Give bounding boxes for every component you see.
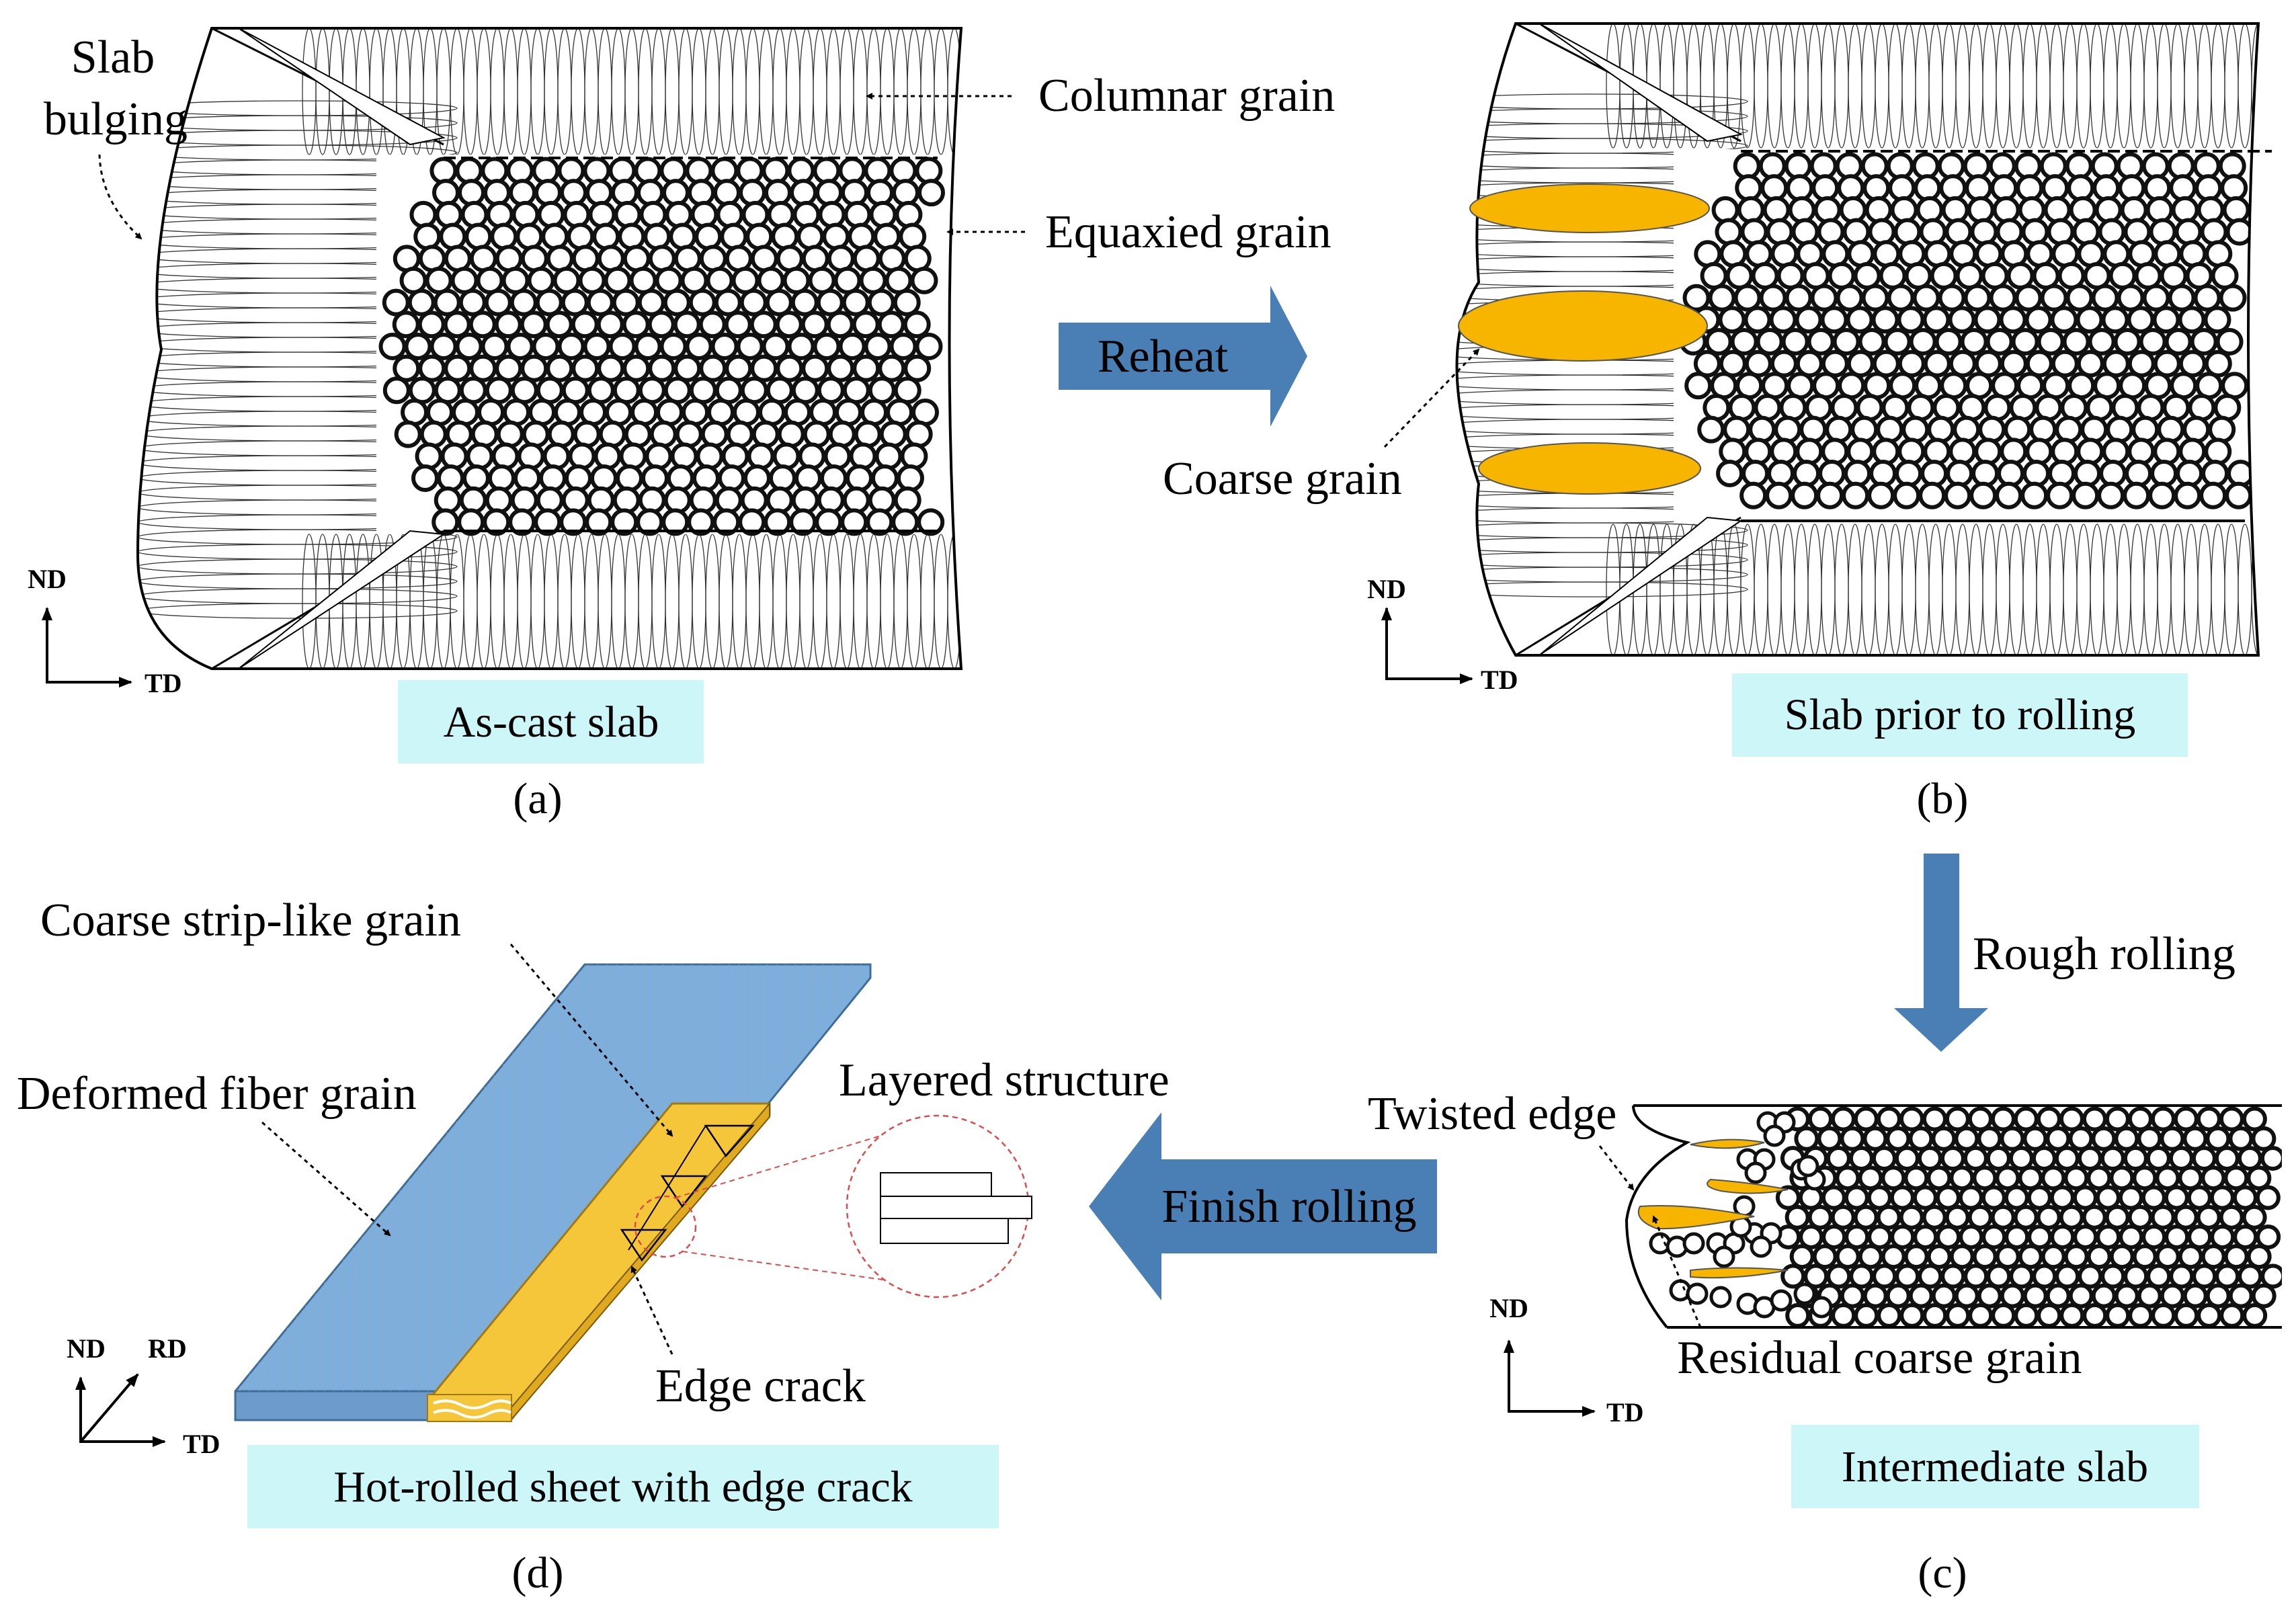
- reheat-arrow: Reheat: [1059, 286, 1307, 427]
- edge-crack-label: Edge crack: [655, 1360, 866, 1412]
- panel-a-as-cast-slab: Slab bulging Columnar grain Equaxied gra…: [28, 27, 1335, 823]
- zoom-source-circle: [634, 1195, 697, 1258]
- columnar-grain-bottom-b: [1606, 524, 2258, 655]
- slab-outline-b: [1455, 22, 2260, 657]
- axis-nd-label: ND: [28, 564, 67, 594]
- equaxied-grain-label: Equaxied grain: [1045, 206, 1331, 258]
- rough-rolling-label: Rough rolling: [1973, 928, 2236, 980]
- axis-a: ND TD: [28, 564, 181, 698]
- caption-box-d: [247, 1445, 999, 1528]
- twisted-edge-label: Twisted edge: [1368, 1088, 1616, 1140]
- axis-td-label: TD: [145, 668, 182, 698]
- axis-td-label-c: TD: [1606, 1397, 1644, 1427]
- axis-td-label-b: TD: [1481, 665, 1518, 695]
- axis-nd-label-c: ND: [1489, 1293, 1528, 1323]
- reheat-label: Reheat: [1098, 331, 1229, 382]
- rough-rolling-arrow: Rough rolling: [1894, 854, 2236, 1052]
- finish-rolling-arrow: Finish rolling: [1089, 1112, 1437, 1300]
- coarse-strip-like-grain-label: Coarse strip-like grain: [40, 895, 461, 946]
- caption-a: As-cast slab: [444, 698, 659, 747]
- finish-rolling-label: Finish rolling: [1161, 1181, 1416, 1233]
- equiaxed-grain-region-b: [1674, 149, 2258, 522]
- axis-c: ND TD: [1489, 1293, 1643, 1427]
- axis-td-label-d: TD: [183, 1429, 220, 1459]
- coarse-grain-label: Coarse grain: [1163, 453, 1402, 505]
- columnar-grain-label: Columnar grain: [1038, 70, 1335, 122]
- slab-bulging-label-1: Slab: [71, 32, 155, 83]
- panel-c-intermediate-slab: Twisted edge Residual coarse grain ND TD…: [1368, 1088, 2282, 1598]
- columnar-grain-top-b: [1606, 24, 2258, 149]
- slab-outline-c: [1625, 1104, 2282, 1329]
- axis-rd-label-d: RD: [148, 1333, 187, 1364]
- coarse-grain-2: [1458, 290, 1708, 362]
- deformed-fiber-grain-label: Deformed fiber grain: [17, 1068, 417, 1120]
- coarse-grain-3: [1478, 442, 1701, 495]
- panel-letter-a: (a): [513, 774, 562, 823]
- equiaxed-grain-region: [376, 155, 961, 536]
- panel-letter-c: (c): [1918, 1548, 1967, 1598]
- caption-b: Slab prior to rolling: [1785, 690, 2135, 739]
- caption-box-c: [1791, 1425, 2199, 1508]
- panel-d-hot-rolled-sheet: Coarse strip-like grain Deformed fiber g…: [17, 895, 1170, 1598]
- axis-d: ND RD TD: [67, 1333, 220, 1459]
- slab-bulging-label-2: bulging: [44, 93, 188, 145]
- coarse-grain-1: [1469, 183, 1710, 233]
- axis-b: ND TD: [1367, 574, 1518, 695]
- residual-coarse-grain-label: Residual coarse grain: [1677, 1332, 2082, 1384]
- axis-nd-label-d: ND: [67, 1333, 106, 1364]
- axis-nd-label-b: ND: [1367, 574, 1406, 604]
- caption-d: Hot-rolled sheet with edge crack: [333, 1462, 912, 1512]
- caption-c: Intermediate slab: [1842, 1442, 2148, 1491]
- slab-outline-a: [136, 27, 963, 670]
- panel-letter-d: (d): [512, 1548, 564, 1598]
- residual-grain-circles: [1649, 1111, 1833, 1319]
- equiaxed-grain-region-c: [1775, 1106, 2282, 1327]
- panel-letter-b: (b): [1917, 774, 1969, 823]
- panel-b-slab-prior-to-rolling: Coarse grain ND TD Slab prior to rolling…: [1163, 22, 2272, 823]
- caption-box-b: [1732, 673, 2188, 757]
- layered-structure-label: Layered structure: [839, 1054, 1170, 1106]
- caption-box-a: [398, 680, 704, 763]
